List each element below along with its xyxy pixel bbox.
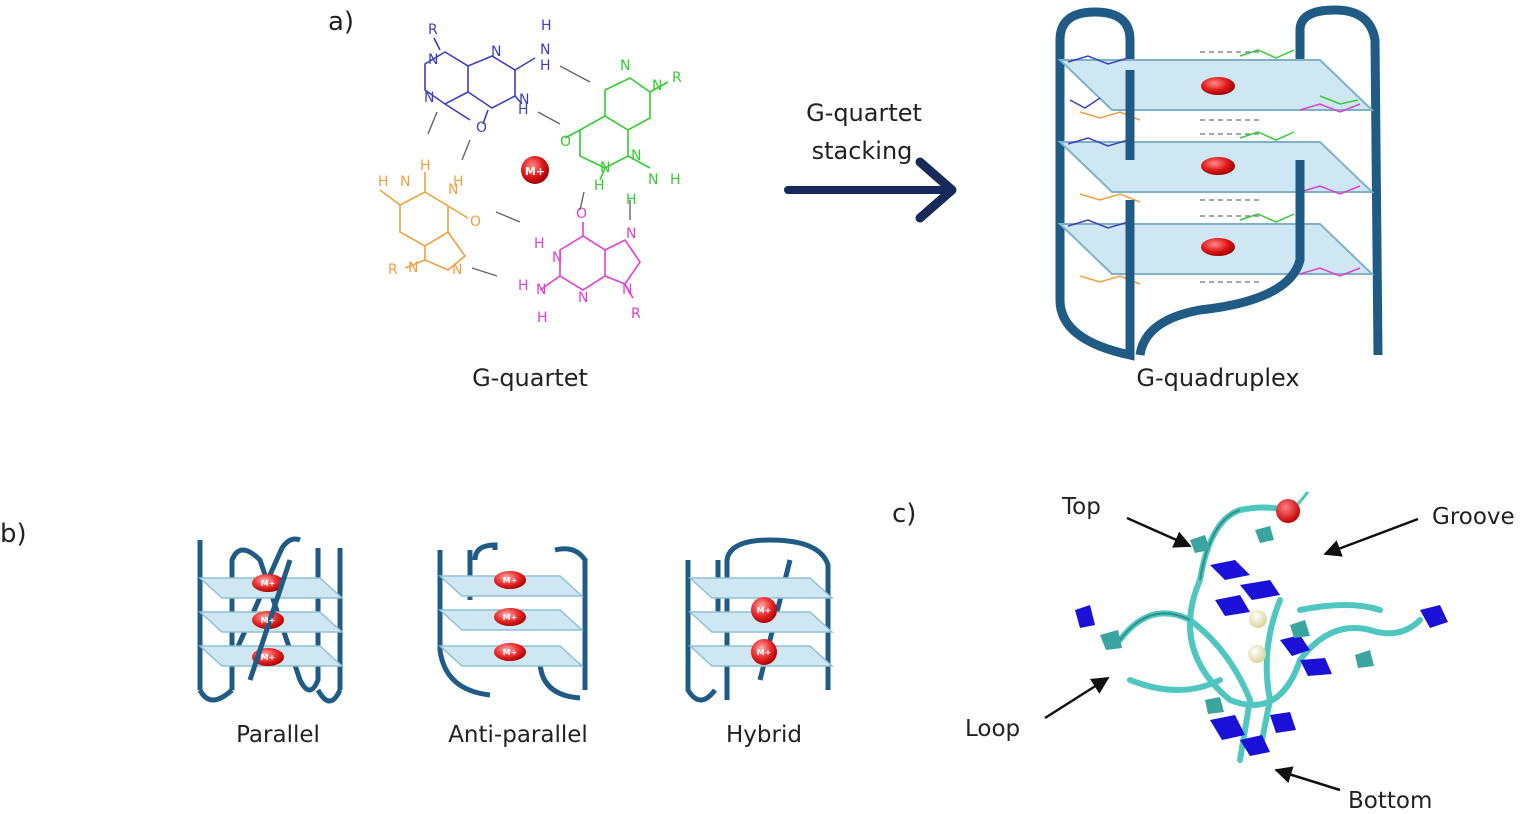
svg-text:N: N xyxy=(448,182,458,198)
svg-text:N: N xyxy=(622,282,632,298)
g-quadruplex-3d-structure xyxy=(1075,491,1448,763)
panel-b-letter: b) xyxy=(0,519,27,549)
svg-text:H: H xyxy=(540,58,551,74)
svg-text:O: O xyxy=(576,206,587,222)
svg-text:N: N xyxy=(400,174,410,190)
svg-text:H: H xyxy=(453,174,464,190)
svg-text:N: N xyxy=(626,226,636,242)
svg-text:H: H xyxy=(518,102,529,118)
svg-text:N: N xyxy=(424,90,434,106)
quadruplex-ions xyxy=(1201,77,1235,256)
svg-text:H: H xyxy=(541,18,552,34)
svg-text:N: N xyxy=(620,58,630,74)
label-bottom: Bottom xyxy=(1348,788,1432,814)
svg-text:R: R xyxy=(631,306,641,322)
svg-text:R: R xyxy=(428,22,438,38)
svg-text:R: R xyxy=(672,70,682,86)
arrow-label-line1: G-quartet xyxy=(806,99,922,127)
ion-label: M+ xyxy=(503,613,518,622)
ion-label: M+ xyxy=(757,606,772,615)
topology-label-hybrid: Hybrid xyxy=(726,722,802,748)
guanine-blue: R N N N N H N H H O xyxy=(424,18,552,136)
svg-text:H: H xyxy=(537,310,548,326)
topology-label-parallel: Parallel xyxy=(236,722,320,748)
arrow-label-line2: stacking xyxy=(812,137,913,165)
ion-label: M+ xyxy=(503,576,518,585)
svg-text:R: R xyxy=(388,262,398,278)
svg-text:H: H xyxy=(594,178,605,194)
guanine-green: N N R O N H N N H H xyxy=(560,58,682,208)
g-quartet-label: G-quartet xyxy=(472,364,588,392)
svg-text:N: N xyxy=(452,262,462,278)
ion-label: M+ xyxy=(261,616,276,625)
svg-text:N: N xyxy=(552,250,562,266)
svg-text:N: N xyxy=(652,78,662,94)
g-quadruplex-label: G-quadruplex xyxy=(1136,364,1299,392)
plate-bases xyxy=(1067,49,1361,285)
svg-text:N: N xyxy=(540,42,550,58)
topology-parallel xyxy=(197,536,344,704)
svg-text:N: N xyxy=(491,44,501,60)
topology-hybrid xyxy=(685,537,834,703)
svg-text:O: O xyxy=(560,134,571,150)
panel-c-letter: c) xyxy=(892,499,916,529)
topology-label-antiparallel: Anti-parallel xyxy=(448,722,588,748)
svg-text:N: N xyxy=(631,148,641,164)
svg-text:O: O xyxy=(476,120,487,136)
svg-text:N: N xyxy=(536,282,546,298)
g-quadruplex-schematic xyxy=(1055,5,1383,361)
svg-text:H: H xyxy=(626,192,637,208)
svg-text:H: H xyxy=(420,158,431,174)
label-groove: Groove xyxy=(1432,504,1515,530)
svg-text:N: N xyxy=(578,290,588,306)
svg-text:H: H xyxy=(670,172,681,188)
label-top: Top xyxy=(1061,494,1101,520)
ion-label: M+ xyxy=(757,648,772,657)
svg-text:H: H xyxy=(534,236,545,252)
svg-text:O: O xyxy=(470,214,481,230)
guanine-magenta: O H N N H N H N N R xyxy=(518,206,641,326)
ion-label: M+ xyxy=(261,653,276,662)
svg-text:N: N xyxy=(519,92,529,108)
guanine-orange: H N H N H O R N N xyxy=(378,158,481,278)
label-loop: Loop xyxy=(965,716,1020,742)
ion-label: M+ xyxy=(261,579,276,588)
hydrogen-bonds xyxy=(427,65,631,277)
g-quartet-structure: R N N N N H N H H O N N R xyxy=(378,18,682,326)
svg-text:H: H xyxy=(518,278,529,294)
svg-text:N: N xyxy=(428,52,438,68)
panel-a-letter: a) xyxy=(328,7,354,37)
ion-label: M+ xyxy=(503,648,518,657)
quartet-ion-label: M+ xyxy=(525,165,545,178)
svg-text:N: N xyxy=(600,160,610,176)
svg-text:N: N xyxy=(408,260,418,276)
svg-text:N: N xyxy=(648,172,658,188)
topology-antiparallel xyxy=(437,542,588,701)
stacking-arrow xyxy=(784,157,957,223)
svg-text:H: H xyxy=(378,174,389,190)
